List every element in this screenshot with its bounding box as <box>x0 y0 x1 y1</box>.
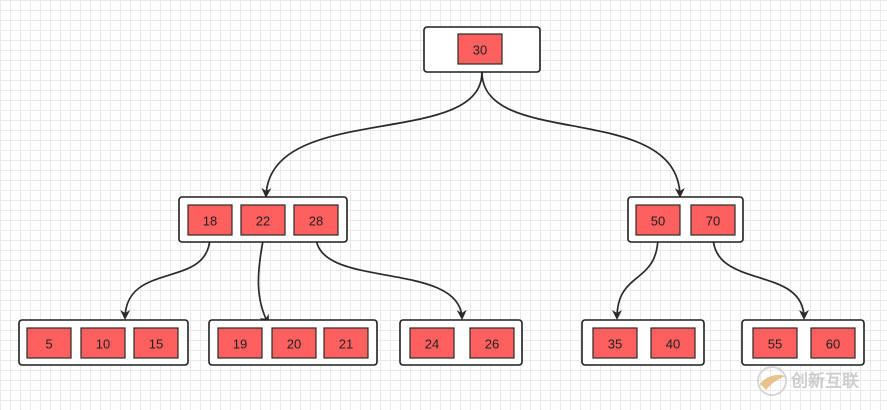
leaf-node-4: 35 40 <box>581 319 705 366</box>
key-value: 19 <box>233 337 247 352</box>
edge-18-to-leaf1 <box>120 235 211 320</box>
key-value: 35 <box>608 337 622 352</box>
key-cell <box>592 327 638 359</box>
key-cell <box>409 327 455 359</box>
key-cell <box>690 204 736 236</box>
edge-28-to-leaf3 <box>315 235 467 320</box>
watermark: 创新互联 <box>757 366 859 396</box>
internal-node-right: 50 70 <box>627 196 744 243</box>
edge-root-to-right <box>481 71 685 198</box>
key-value: 70 <box>706 214 720 229</box>
key-cell <box>457 33 503 65</box>
key-cell <box>26 327 72 359</box>
edge-root-to-left <box>261 71 483 198</box>
key-cell <box>650 327 696 359</box>
key-value: 55 <box>768 337 782 352</box>
key-value: 30 <box>473 43 487 58</box>
key-cell <box>133 327 179 359</box>
key-value: 50 <box>651 214 665 229</box>
key-cell <box>217 327 263 359</box>
key-value: 28 <box>309 214 323 229</box>
key-cell <box>80 327 126 359</box>
key-value: 24 <box>425 337 439 352</box>
key-value: 15 <box>149 337 163 352</box>
root-node: 30 <box>423 26 541 73</box>
key-cell <box>810 327 856 359</box>
key-cell <box>323 327 369 359</box>
watermark-swoosh-icon <box>760 375 786 390</box>
watermark-logo-icon <box>757 366 787 396</box>
key-value: 22 <box>256 214 270 229</box>
key-cell <box>187 204 233 236</box>
edges <box>120 71 809 325</box>
key-value: 20 <box>287 337 301 352</box>
edge-22-to-leaf2 <box>257 235 269 325</box>
key-value: 21 <box>339 337 353 352</box>
key-value: 60 <box>826 337 840 352</box>
leaf-node-5: 55 60 <box>741 319 865 366</box>
key-cell <box>469 327 515 359</box>
key-cell <box>240 204 286 236</box>
key-value: 18 <box>203 214 217 229</box>
key-value: 26 <box>485 337 499 352</box>
watermark-text: 创新互联 <box>790 371 859 391</box>
edge-70-to-leaf5 <box>712 235 809 320</box>
leaf-node-2: 19 20 21 <box>208 319 378 366</box>
key-cell <box>293 204 339 236</box>
internal-node-left: 18 22 28 <box>178 196 348 243</box>
key-cell <box>635 204 681 236</box>
edge-50-to-leaf4 <box>612 235 659 320</box>
key-cell <box>752 327 798 359</box>
key-value: 10 <box>96 337 110 352</box>
key-value: 40 <box>666 337 680 352</box>
key-value: 5 <box>45 337 52 352</box>
key-cell <box>271 327 317 359</box>
leaf-node-1: 5 10 15 <box>18 319 189 366</box>
leaf-node-3: 24 26 <box>399 319 523 366</box>
